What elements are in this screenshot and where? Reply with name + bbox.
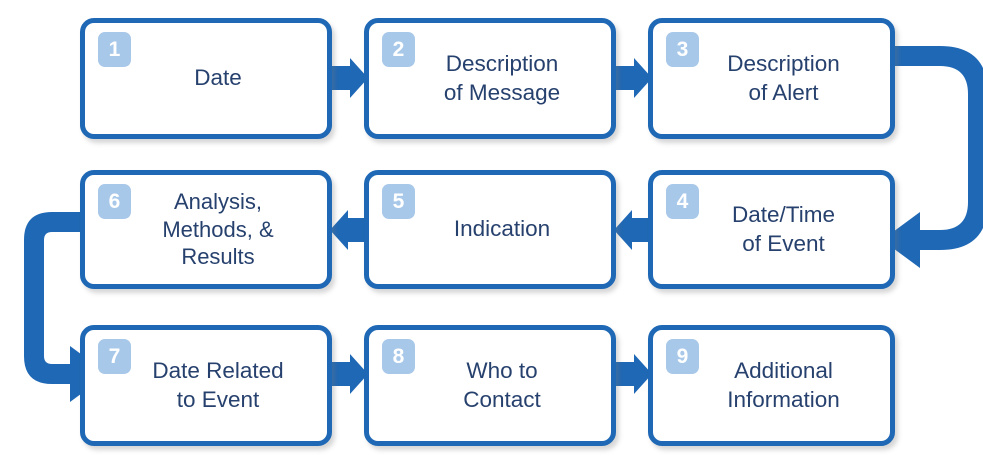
connector-2-to-3: [614, 58, 652, 98]
node-number-badge-3: 3: [666, 32, 699, 67]
connector-3-to-4: [882, 46, 983, 268]
connector-7-to-8: [330, 354, 368, 394]
node-number-badge-4: 4: [666, 184, 699, 219]
node-label-4: Date/Time of Event: [732, 202, 835, 256]
flow-node-2[interactable]: 2 Description of Message: [364, 18, 616, 139]
connector-1-to-2: [330, 58, 368, 98]
flow-node-7[interactable]: 7 Date Related to Event: [80, 325, 332, 446]
flow-node-8[interactable]: 8 Who to Contact: [364, 325, 616, 446]
node-label-8: Who to Contact: [463, 358, 541, 412]
node-number-badge-7: 7: [98, 339, 131, 374]
flow-node-6[interactable]: 6 Analysis, Methods, & Results: [80, 170, 332, 289]
flow-node-4[interactable]: 4 Date/Time of Event: [648, 170, 895, 289]
node-label-3: Description of Alert: [727, 51, 840, 105]
node-label-2: Description of Message: [443, 51, 561, 105]
node-number-badge-6: 6: [98, 184, 131, 219]
node-label-5: Indication: [453, 216, 551, 242]
connector-8-to-9: [614, 354, 652, 394]
node-label-6: Analysis, Methods, & Results: [162, 189, 274, 270]
connector-4-to-5: [614, 210, 652, 250]
node-number-badge-2: 2: [382, 32, 415, 67]
node-number-badge-1: 1: [98, 32, 131, 67]
flow-node-3[interactable]: 3 Description of Alert: [648, 18, 895, 139]
flow-node-9[interactable]: 9 Additional Information: [648, 325, 895, 446]
node-number-badge-5: 5: [382, 184, 415, 219]
node-label-9: Additional Information: [727, 358, 840, 412]
node-number-badge-9: 9: [666, 339, 699, 374]
node-number-badge-8: 8: [382, 339, 415, 374]
flow-node-5[interactable]: 5 Indication: [364, 170, 616, 289]
node-label-1: Date: [194, 65, 242, 91]
node-label-7: Date Related to Event: [152, 358, 284, 412]
connector-5-to-6: [330, 210, 368, 250]
flow-node-1[interactable]: 1 Date: [80, 18, 332, 139]
